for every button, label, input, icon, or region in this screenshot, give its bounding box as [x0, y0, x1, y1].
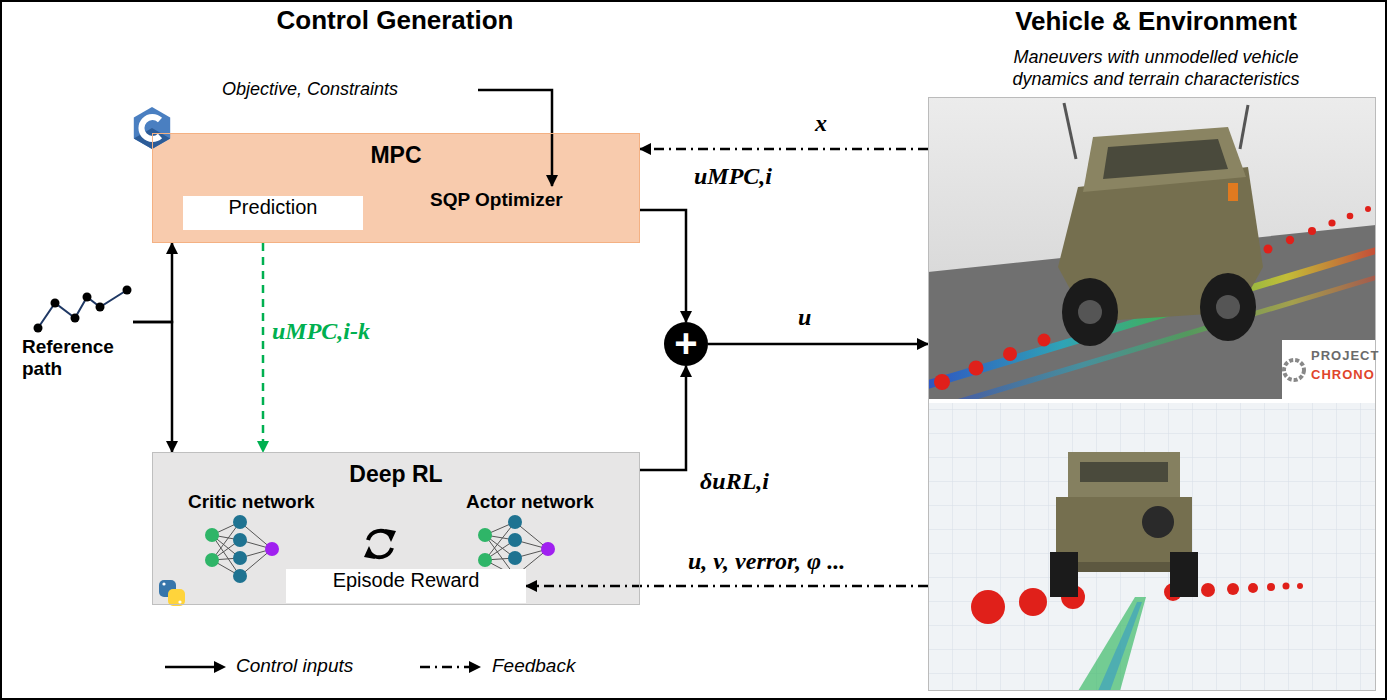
connector [708, 343, 928, 346]
critic-network-icon [205, 515, 279, 583]
deep-rl-block: Deep RL Episode Reward [152, 452, 640, 605]
refresh-icon [364, 529, 396, 559]
node-label: Deep RL [153, 461, 639, 488]
legend-swatch [165, 660, 227, 674]
signal-label: u [798, 304, 811, 331]
mpc-block: MPC Prediction [152, 133, 640, 243]
signal-label: u, v, verror, φ ... [688, 548, 845, 575]
annotation: Critic network [188, 491, 315, 513]
legend-swatch [420, 660, 482, 674]
signal-label: uMPC,i [694, 163, 772, 190]
connector [133, 243, 172, 322]
reference-path-node: Reference path [18, 280, 133, 384]
node-label: Reference path [22, 336, 128, 380]
node-label: + [664, 321, 708, 366]
annotation: Objective, Constraints [222, 79, 398, 100]
mpc-fill [152, 133, 640, 243]
connector [133, 322, 172, 452]
sum-junction: + [664, 322, 708, 366]
legend-label: Control inputs [236, 655, 353, 677]
episode-reward-box: Episode Reward [286, 569, 526, 603]
objective-arrow [478, 90, 552, 186]
connector [262, 243, 265, 452]
python-logo [159, 580, 185, 606]
reference-path-icon [34, 286, 132, 333]
prediction-box: Prediction [183, 196, 363, 230]
connector [640, 366, 686, 470]
node-subtitle: Maneuvers with unmodelled vehicle dynami… [986, 46, 1326, 90]
node-label: MPC [153, 142, 639, 169]
legend-label: Feedback [492, 655, 575, 677]
vehicle-environment-panel: Vehicle & EnvironmentManeuvers with unmo… [928, 97, 1376, 691]
annotation: Actor network [466, 491, 594, 513]
annotation: CHRONO [1311, 367, 1375, 382]
node-label: Prediction [183, 196, 363, 219]
connector [640, 210, 686, 322]
annotation: PROJECT [1311, 348, 1379, 363]
signal-label: x [815, 110, 827, 137]
diagram-title: Control Generation [195, 5, 595, 36]
annotation: SQP Optimizer [430, 189, 563, 211]
signal-label: uMPC,i-k [272, 318, 370, 345]
connector [640, 148, 928, 151]
vehicle-simulation-images [928, 97, 1376, 691]
connector [526, 585, 928, 588]
rl-fill [152, 452, 640, 605]
node-label: Episode Reward [286, 569, 526, 592]
signal-label: δuRL,i [700, 468, 769, 495]
node-label: Vehicle & Environment [856, 6, 1387, 37]
